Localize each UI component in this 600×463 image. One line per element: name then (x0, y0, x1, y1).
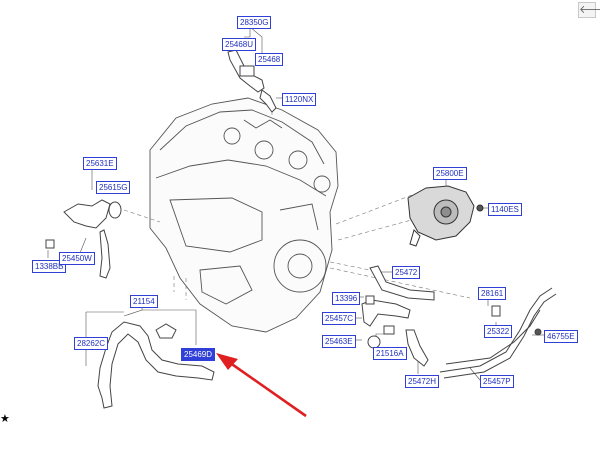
part-callout-28262c[interactable]: 28262C (74, 337, 109, 350)
part-lower-hoses (97, 321, 215, 409)
part-callout-25463e[interactable]: 25463E (322, 335, 356, 348)
part-water-inlet (45, 199, 122, 279)
part-callout-25468[interactable]: 25468 (255, 53, 284, 66)
part-hose-top (227, 49, 277, 113)
part-callout-25615g[interactable]: 25615G (96, 181, 131, 194)
part-callout-25472h[interactable]: 25472H (405, 375, 440, 388)
part-callout-46755e[interactable]: 46755E (544, 330, 578, 343)
part-callout-28350g[interactable]: 28350G (237, 16, 272, 29)
part-center-hoses (361, 265, 435, 367)
part-callout-21154[interactable]: 21154 (130, 295, 158, 308)
part-callout-1120nx[interactable]: 1120NX (282, 93, 317, 106)
part-callout-25322[interactable]: 25322 (484, 325, 513, 338)
part-callout-1140es[interactable]: 1140ES (488, 203, 522, 216)
back-arrow-icon[interactable]: 🡐 (578, 2, 600, 18)
part-callout-1338bb[interactable]: 1338BB (32, 260, 67, 273)
part-callout-25631e[interactable]: 25631E (83, 157, 117, 170)
pointer-arrow (216, 353, 307, 418)
part-callout-25468u[interactable]: 25468U (222, 38, 257, 51)
part-callout-21516a[interactable]: 21516A (373, 347, 407, 360)
part-bypass-tubes (439, 287, 557, 379)
part-callout-25457p[interactable]: 25457P (480, 375, 514, 388)
part-callout-13396[interactable]: 13396 (332, 292, 361, 305)
part-callout-25450w[interactable]: 25450W (59, 252, 95, 265)
part-callout-25472[interactable]: 25472 (392, 266, 421, 279)
part-callout-25457c[interactable]: 25457C (322, 312, 357, 325)
star-icon: ★ (0, 412, 10, 425)
part-callout-25800e[interactable]: 25800E (433, 167, 467, 180)
part-callout-25469d[interactable]: 25469D (181, 348, 216, 361)
engine-block (149, 97, 339, 333)
part-callout-28161[interactable]: 28161 (478, 287, 507, 300)
part-water-pump (407, 185, 484, 247)
